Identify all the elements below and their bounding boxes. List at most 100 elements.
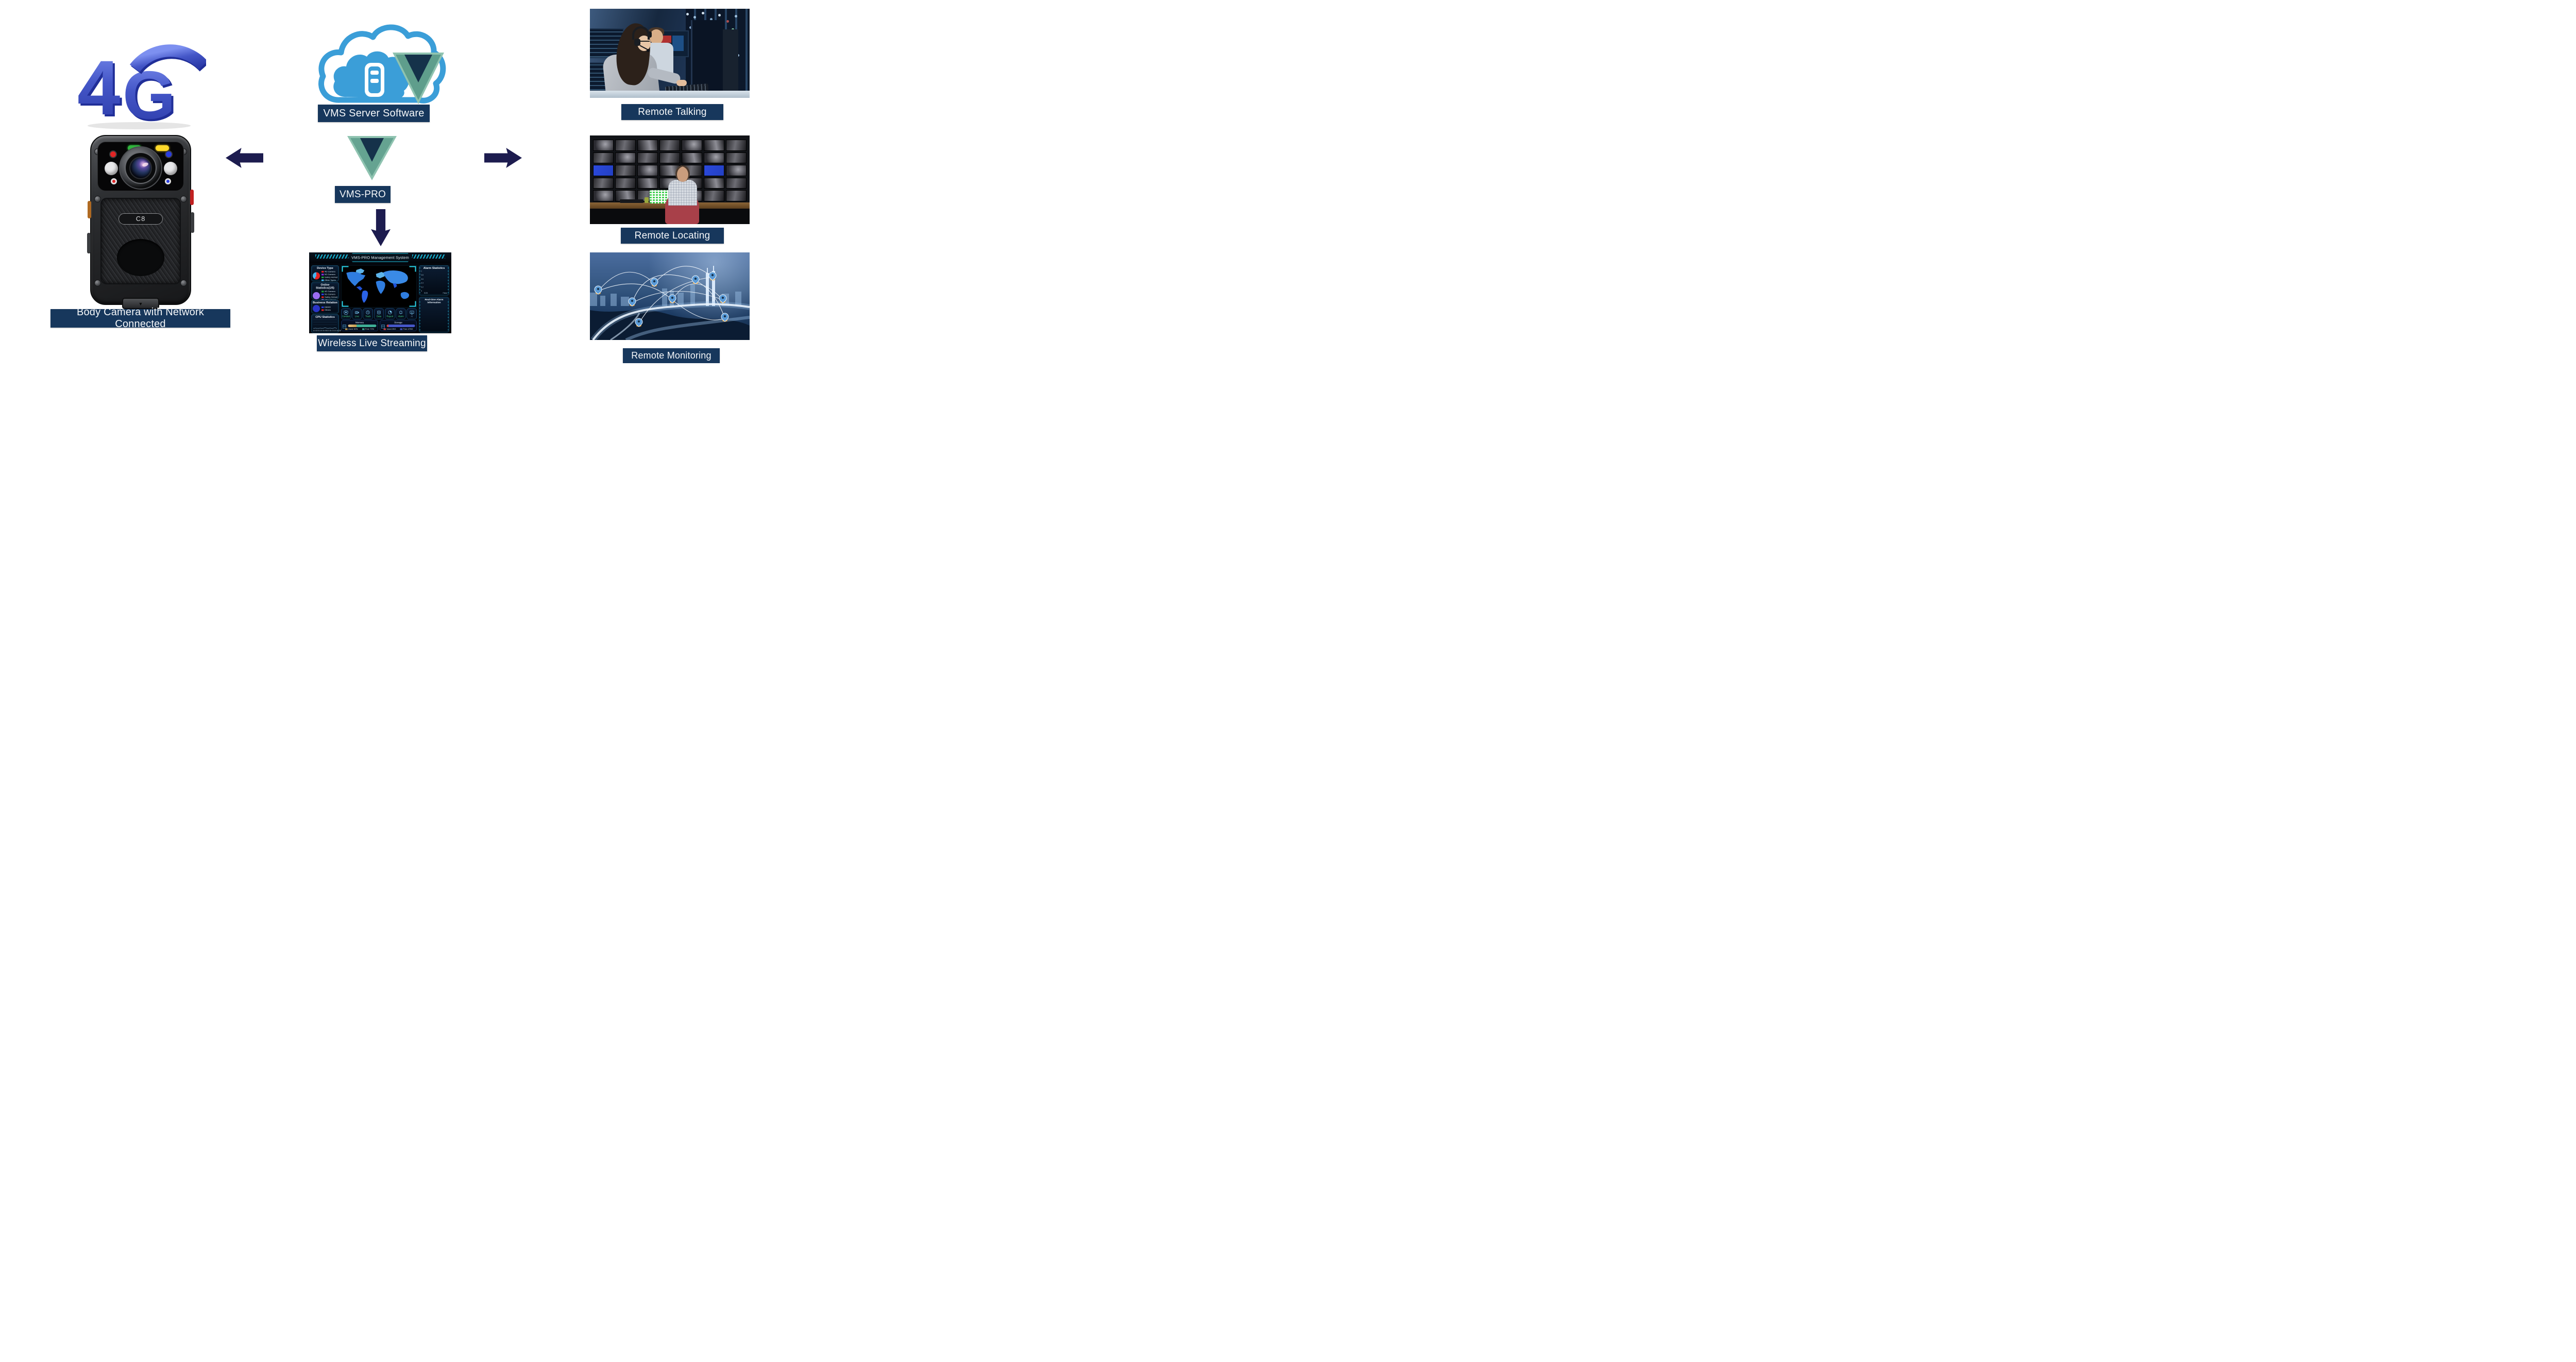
4g-logo-graphic: 4 4 G G [77,44,210,135]
camera-model-badge: C8 [118,213,163,225]
legend-item: Other Types [321,279,337,281]
gauge-row: Memory Used 30% Free 70% Storage [341,320,417,331]
panel-alarm-statistics: Alarm Statistics 1 0.8 0.6 0.4 0.2 0 [419,265,449,296]
glasses [640,41,650,42]
cloud-icon [318,24,446,104]
ai-button: AI AI [406,308,417,319]
alarm-bell-icon [399,310,403,314]
map-corner-bracket [409,301,416,307]
dashboard-center-column: Conduct Live Track Data [341,265,417,331]
wireless-streaming-label: Wireless Live Streaming [317,335,427,351]
panel-title: Online Statistics(1/5) [316,283,334,290]
svg-text:4: 4 [77,44,120,130]
legend-item: DEMO [321,306,331,309]
legend-item: Safety Helmet [321,276,337,279]
cpu-line-chart [313,319,337,330]
vms-pro-label: VMS-PRO [335,186,391,203]
icon-label: Data [377,315,381,318]
location-pins [594,271,729,327]
legend-item: Used 30% [345,328,358,330]
bokeh-lights [686,13,689,15]
panel-title: CPU Statistics [315,315,335,319]
remote-talking-label: Remote Talking [621,104,723,120]
indicator-blue [165,150,173,158]
desk [590,91,750,98]
operator-head [675,165,690,182]
cloud-vms-logo [315,23,447,109]
database-icon [377,310,381,315]
camera-lens-glass [129,157,152,179]
operator-two-head [650,29,663,45]
ir-light-left [105,162,118,175]
panel-title: Real-time Alarm Information [425,298,444,304]
cpu-tick: 10:34:06 [320,330,327,332]
storage-icon [381,325,385,329]
memory-chip-icon [343,325,346,329]
monitor-foreground [691,20,725,92]
shield-icon [344,310,348,315]
indicator-red [109,150,117,158]
alarm-button: Alarm [396,308,406,319]
4g-logo: 4 4 G G [77,25,210,135]
legend-item: Safety Helmet [321,296,337,298]
arrow-down-icon [371,209,391,246]
panel-device-type: Device Type 4G Camera 5G Camera Safety H… [311,265,339,281]
data-button: Data [374,308,384,319]
body-camera-label: Body Camera with Network Connected [50,307,230,330]
mug [645,197,649,203]
operator-body [668,180,697,206]
camera-front-panel [97,142,184,191]
keyboard [620,199,643,203]
camera-grip-panel: C8 [100,198,181,284]
remote-locating-photo [590,135,750,224]
memory-gauge: Memory Used 30% Free 70% [341,320,378,331]
indicator-red-small [111,178,117,184]
legend-item: 5G Camera [321,293,337,296]
memory-bar [348,325,377,327]
device-type-pie [313,272,320,280]
vms-pro-v-logo [346,135,398,181]
panel-business-relation: Business Relation DEMO Others [311,300,339,314]
svg-text:G: G [125,59,178,130]
world-map [346,268,410,303]
vms-dashboard-screenshot: VMS-PRO Management System Device Type 4G… [309,252,451,333]
track-button: Track [363,308,373,319]
headset-mic-tip [647,49,650,52]
headset-earcup [634,39,640,46]
svg-text:G: G [123,57,176,130]
legend-item: 4G Camera [321,270,337,273]
camera-side-button-orange [88,201,91,218]
report-button: Report [385,308,395,319]
monitor-foreground [723,29,738,91]
dashboard-title: VMS-PRO Management System [351,255,409,260]
dashboard-header: VMS-PRO Management System [309,252,451,263]
screw [180,280,187,286]
header-decoration-right [412,254,445,259]
gauge-title: Memory [355,321,364,324]
panel-title: Device Type [317,266,333,270]
cpu-tick: 10:34:21 [327,330,334,332]
cpu-tick: 10:34:36 [334,330,341,332]
hand [676,80,687,86]
status-led-yellow [156,145,169,151]
ir-light-right [164,162,177,175]
camera-lens-ring [125,152,157,184]
diagram-canvas: 4 4 G G [0,0,793,363]
icon-label: Live [355,315,359,318]
lens-glint [142,162,149,168]
business-relation-pie [313,305,320,312]
icon-label: Track [365,315,371,318]
svg-text:AI: AI [411,312,413,314]
header-decoration-left [315,254,348,259]
cpu-tick: 10:33:51 [313,330,320,332]
ai-monitor-icon: AI [410,311,414,315]
storage-bar [386,325,415,327]
icon-label: Report [386,315,394,318]
remote-monitoring-photo [590,252,750,340]
legend-item: Used 25G [383,328,396,330]
v-logo-in-cloud [393,53,444,104]
icon-label: AI [411,315,413,318]
legend-item: Free 475G [400,328,413,330]
clock-icon [366,311,370,314]
panel-title: Alarm Statistics [423,266,445,270]
